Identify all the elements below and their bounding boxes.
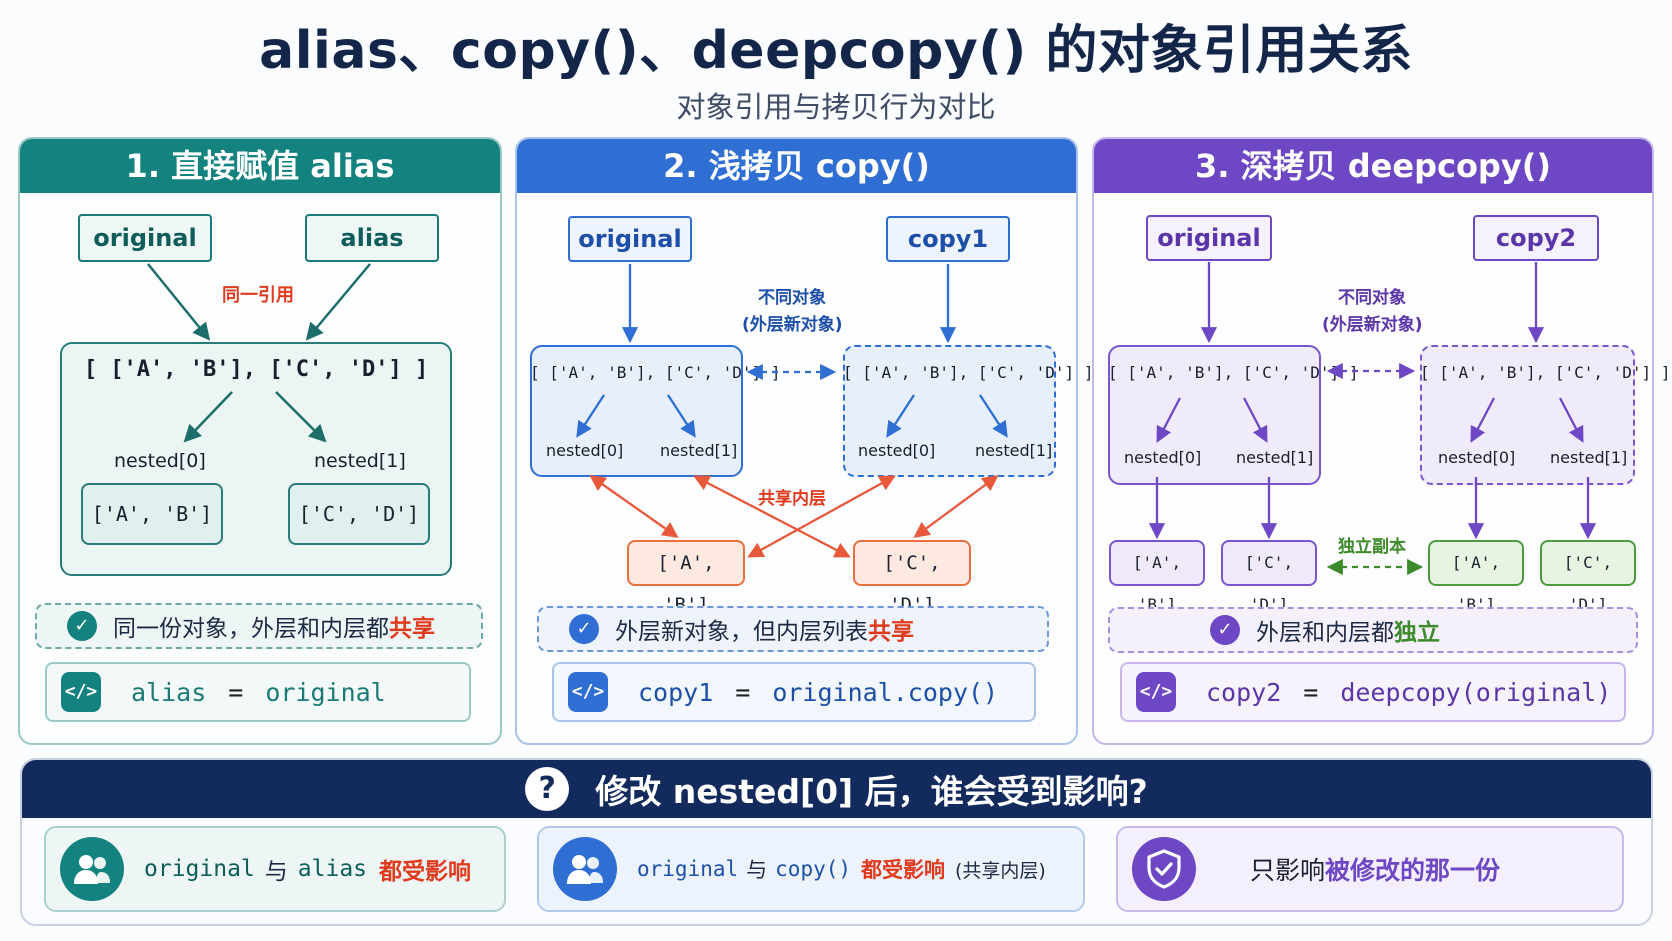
deepcopy-orig-inner-1: ['C', 'D'] — [1221, 540, 1317, 614]
copy-copy1-nested0-label: nested[0] — [858, 441, 936, 460]
deepcopy-orig-inner-0: ['A', 'B'] — [1109, 540, 1205, 614]
alias-panel-header: 1. 直接赋值 alias — [20, 139, 500, 193]
deepcopy-copy2-inner-1: ['C', 'D'] — [1540, 540, 1636, 614]
card3-highlight: 被修改的那一份 — [1325, 856, 1501, 885]
deepcopy-code: </> copy2 = deepcopy(original) — [1120, 662, 1626, 722]
copy-code-eq: = — [735, 677, 751, 707]
deepcopy-diff-note-line1: 不同对象 — [1338, 288, 1406, 308]
users-icon — [60, 837, 124, 901]
copy-code-rhs-call: .copy() — [892, 677, 999, 707]
alias-outer-list-text: [ ['A', 'B'], ['C', 'D'] ] — [83, 357, 429, 382]
alias-nested1-label: nested[1] — [314, 450, 406, 472]
code-icon: </> — [61, 672, 101, 712]
alias-var-alias: alias — [305, 214, 439, 262]
impact-card-copy: original 与 copy() 都受影响 (共享内层) — [537, 826, 1085, 912]
deepcopy-summary: ✓ 外层和内层都独立 — [1108, 607, 1638, 653]
deepcopy-original-list-text: [ ['A', 'B'], ['C', 'D'] ] — [1108, 363, 1359, 382]
question-icon: ? — [525, 767, 570, 811]
deepcopy-orig-nested1-label: nested[1] — [1236, 448, 1314, 467]
card2-result: 都受影响 — [861, 858, 946, 882]
card2-a: original — [637, 857, 739, 881]
alias-nested0-label: nested[0] — [114, 450, 206, 472]
alias-code-lhs: alias — [131, 677, 207, 707]
impact-card-alias: original 与 alias 都受影响 — [44, 826, 506, 912]
alias-summary-highlight: 共享 — [389, 616, 435, 642]
copy-code-rhs-obj: original — [772, 677, 893, 707]
copy-code: </> copy1 = original.copy() — [552, 662, 1036, 722]
card1-a: original — [144, 856, 255, 882]
shield-check-icon — [1132, 837, 1196, 901]
deepcopy-summary-text: 外层和内层都 — [1256, 620, 1394, 646]
deepcopy-copy2-list-text: [ ['A', 'B'], ['C', 'D'] ] — [1420, 363, 1671, 382]
page-subtitle: 对象引用与拷贝行为对比 — [676, 90, 996, 124]
alias-code-rhs: original — [265, 677, 386, 707]
check-circle-icon: ✓ — [569, 614, 599, 644]
deepcopy-code-lhs: copy2 — [1206, 677, 1282, 707]
alias-inner-list-0: ['A', 'B'] — [81, 483, 223, 545]
copy-diff-note-line2: (外层新对象) — [742, 315, 843, 335]
copy-orig-nested1-label: nested[1] — [660, 441, 738, 460]
copy-summary: ✓ 外层新对象，但内层列表共享 — [537, 606, 1049, 652]
deepcopy-independent-note: 独立副本 — [1338, 537, 1406, 557]
impact-question: 修改 nested[0] 后，谁会受到影响? — [595, 772, 1148, 811]
alias-summary-text: 同一份对象，外层和内层都 — [113, 616, 389, 642]
copy-diff-note-line1: 不同对象 — [758, 288, 826, 308]
copy-summary-text: 外层新对象，但内层列表 — [615, 619, 868, 645]
deepcopy-var-original: original — [1146, 215, 1272, 261]
deepcopy-code-eq: = — [1303, 677, 1319, 707]
check-circle-icon: ✓ — [67, 611, 97, 641]
alias-same-ref-note: 同一引用 — [222, 285, 294, 306]
deepcopy-code-rhs-fn: deepcopy — [1340, 677, 1461, 707]
copy-copy1-list — [843, 345, 1056, 477]
deepcopy-panel-header: 3. 深拷贝 deepcopy() — [1094, 139, 1652, 193]
copy-copy1-nested1-label: nested[1] — [975, 441, 1053, 460]
deepcopy-copy2-inner-0: ['A', 'B'] — [1428, 540, 1524, 614]
alias-inner-list-1: ['C', 'D'] — [288, 483, 430, 545]
copy-shared-inner-1: ['C', 'D'] — [853, 540, 971, 616]
card2-b: copy() — [775, 857, 852, 881]
check-circle-icon: ✓ — [1210, 615, 1240, 645]
deepcopy-summary-highlight: 独立 — [1394, 620, 1440, 646]
copy-shared-note: 共享内层 — [758, 489, 826, 509]
copy-original-list-text: [ ['A', 'B'], ['C', 'D'] ] — [530, 363, 781, 382]
copy-orig-nested0-label: nested[0] — [546, 441, 624, 460]
code-icon: </> — [568, 672, 608, 712]
card1-mid: 与 — [264, 859, 288, 885]
copy-var-copy1: copy1 — [886, 216, 1010, 262]
alias-code-eq: = — [228, 677, 244, 707]
users-icon — [553, 837, 617, 901]
deepcopy-original-list — [1108, 345, 1321, 485]
code-icon: </> — [1136, 672, 1176, 712]
alias-summary: ✓ 同一份对象，外层和内层都共享 — [35, 603, 483, 649]
card1-result: 都受影响 — [379, 859, 472, 885]
card2-mid: 与 — [746, 858, 768, 882]
copy-code-lhs: copy1 — [638, 677, 714, 707]
copy-var-original: original — [568, 216, 692, 262]
copy-summary-highlight: 共享 — [868, 619, 914, 645]
copy-panel-header: 2. 浅拷贝 copy() — [517, 139, 1076, 193]
alias-code: </> alias = original — [45, 662, 471, 722]
card1-b: alias — [297, 856, 368, 882]
impact-card-deepcopy: 只影响被修改的那一份 — [1116, 826, 1624, 912]
copy-copy1-list-text: [ ['A', 'B'], ['C', 'D'] ] — [843, 363, 1094, 382]
deepcopy-var-copy2: copy2 — [1473, 215, 1599, 261]
deepcopy-code-rhs-args: (original) — [1460, 677, 1612, 707]
deepcopy-copy2-nested1-label: nested[1] — [1550, 448, 1628, 467]
deepcopy-copy2-list — [1420, 345, 1635, 485]
deepcopy-copy2-nested0-label: nested[0] — [1438, 448, 1516, 467]
card2-note: (共享内层) — [955, 859, 1046, 882]
impact-question-bar: ? 修改 nested[0] 后，谁会受到影响? — [22, 760, 1651, 818]
page-title: alias、copy()、deepcopy() 的对象引用关系 — [259, 21, 1413, 81]
card3-prefix: 只影响 — [1250, 856, 1326, 885]
deepcopy-orig-nested0-label: nested[0] — [1124, 448, 1202, 467]
alias-var-original: original — [78, 214, 212, 262]
copy-shared-inner-0: ['A', 'B'] — [627, 540, 745, 616]
deepcopy-diff-note-line2: (外层新对象) — [1322, 315, 1423, 335]
